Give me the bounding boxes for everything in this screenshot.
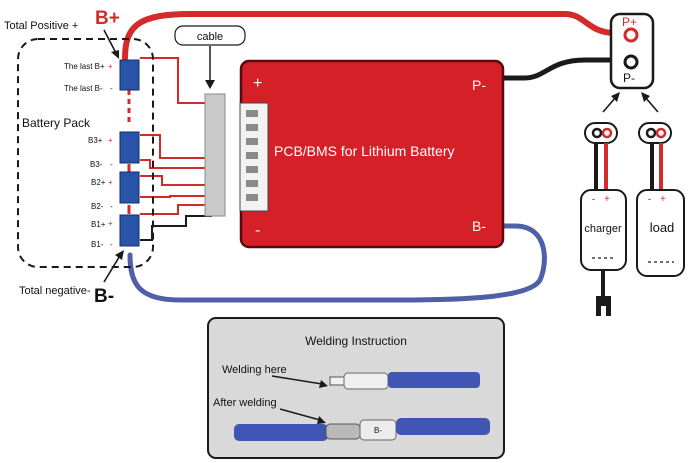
cell-minus-sign-b2: - (110, 202, 113, 211)
terminal-p-minus-screw-icon (623, 54, 639, 70)
cell-label-b2minus: B2- (91, 202, 104, 211)
charger-minus-label: - (592, 194, 595, 204)
output-terminal-block (609, 12, 655, 90)
cell-plus-sign-last: + (108, 62, 113, 71)
arrow-load-to-terminal-icon (644, 96, 659, 113)
balance-wire-b2plus (140, 175, 212, 186)
b-plus-label: B+ (95, 8, 120, 29)
pcb-pin-3 (246, 138, 258, 145)
cell-label-b2plus: B2+ (91, 178, 106, 187)
pcb-connector-socket (239, 102, 269, 212)
charger-plug-prong-left (596, 306, 601, 316)
arrow-after-welding-icon (279, 408, 321, 421)
black-wire-p-minus (499, 57, 631, 81)
arrow-head-charger-icon (611, 92, 620, 102)
pcb-pin-6 (246, 180, 258, 187)
arrow-to-b-plus-icon (103, 29, 118, 56)
blue-wire-b-minus (127, 223, 547, 303)
terminal-p-plus-label: P+ (622, 15, 637, 29)
welded-wire-left-blue (234, 424, 328, 441)
charger-plug-icon (596, 296, 611, 306)
balance-wire-b1plus (140, 204, 212, 215)
cell-plus-sign-b1: + (108, 219, 113, 228)
welded-wire-right-blue (396, 418, 490, 435)
balance-wire-b3minus (140, 159, 212, 169)
total-positive-label: Total Positive + (4, 20, 78, 32)
load-plug-pin-red (655, 127, 667, 139)
arrow-head-cable-icon (205, 80, 215, 89)
battery-cell-b1 (119, 214, 140, 247)
welded-joint (325, 423, 361, 440)
pcb-pin-7 (246, 194, 258, 201)
balance-wire-b2minus (140, 195, 212, 198)
cell-label-b1minus: B1- (91, 240, 104, 249)
charger-plug-prong-right (606, 306, 611, 316)
cell-minus-sign-b3: - (110, 160, 113, 169)
arrow-welding-here-icon (271, 375, 323, 385)
load-plug-pin-black (645, 127, 657, 139)
cell-label-last-bminus: The last B- (64, 84, 103, 93)
cell-label-last-bplus: The last B+ (64, 62, 105, 71)
charger-label: charger (584, 223, 622, 235)
pcb-pin-2 (246, 124, 258, 131)
cell-plus-sign-b2: + (108, 178, 113, 187)
charger-plus-label: + (604, 194, 610, 205)
arrow-head-b-plus-icon (111, 50, 119, 59)
charger-plug-pin-red (601, 127, 613, 139)
cell-plus-sign-b3: + (108, 136, 113, 145)
pcb-pin-4 (246, 152, 258, 159)
pcb-minus-label: - (255, 222, 260, 239)
load-minus-label: - (648, 194, 651, 204)
load-label: load (650, 220, 675, 235)
arrow-charger-to-terminal-icon (602, 96, 617, 113)
welding-here-label: Welding here (222, 364, 287, 376)
battery-cell-last (119, 59, 140, 91)
battery-cell-b2 (119, 171, 140, 204)
load-plus-label: + (660, 194, 666, 205)
pcb-b-minus-label: B- (472, 218, 486, 234)
welding-wire-top-blue (388, 372, 480, 388)
arrow-to-b-minus-icon (103, 253, 122, 283)
cable-label: cable (197, 31, 223, 43)
charger-plug-pin-black (591, 127, 603, 139)
welding-wire-left-bare (329, 376, 345, 386)
cell-label-b1plus: B1+ (91, 220, 106, 229)
battery-pack-outline (17, 38, 154, 268)
balance-wire-b3plus (140, 134, 212, 159)
arrow-head-b-minus-icon (115, 250, 124, 260)
welded-sleeve-label: B- (374, 426, 382, 435)
arrow-head-load-icon (641, 92, 650, 102)
battery-pack-label: Battery Pack (22, 116, 91, 130)
cable-label-box (174, 25, 246, 46)
cell-label-b3minus: B3- (90, 160, 103, 169)
balance-wire-b1minus (140, 215, 212, 241)
terminal-p-plus-screw-icon (623, 27, 639, 43)
arrow-head-after-welding-icon (317, 416, 326, 424)
cell-label-b3plus: B3+ (88, 136, 103, 145)
balance-cable-connector (204, 93, 226, 217)
terminal-p-minus-label: P- (623, 71, 635, 85)
pcb-p-minus-label: P- (472, 77, 486, 93)
cell-minus-sign-last: - (110, 84, 113, 93)
after-welding-label: After welding (213, 397, 277, 409)
pcb-title: PCB/BMS for Lithium Battery (274, 143, 455, 159)
pcb-plus-label: + (253, 75, 262, 92)
total-negative-label: Total negative- (19, 285, 91, 297)
balance-wire-last-bplus (140, 57, 212, 104)
arrow-head-welding-here-icon (319, 380, 328, 388)
battery-cell-b3 (119, 131, 140, 164)
welding-title: Welding Instruction (305, 334, 407, 348)
pcb-pin-5 (246, 166, 258, 173)
b-minus-label: B- (94, 286, 114, 307)
red-wire-b-plus-to-p-plus (122, 11, 631, 61)
welding-sleeve-top (343, 372, 389, 390)
cell-minus-sign-b1: - (110, 240, 113, 249)
load-device (636, 189, 685, 277)
pcb-pin-1 (246, 110, 258, 117)
